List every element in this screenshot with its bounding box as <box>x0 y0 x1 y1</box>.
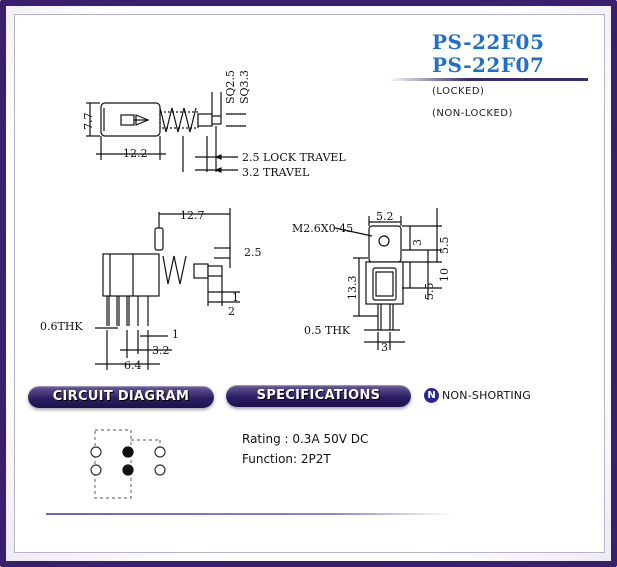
end-dim-width: 5.2 <box>376 210 394 223</box>
end-dim-55-bottom: 5.5 <box>423 283 436 301</box>
locked-label: (LOCKED) <box>432 86 485 97</box>
circuit-diagram <box>90 429 166 499</box>
end-view-drawing <box>334 208 442 350</box>
side-dim-plunger: 2.5 <box>244 246 262 259</box>
side-dim-length: 12.7 <box>180 209 205 222</box>
n-circle-icon: N <box>424 388 439 403</box>
travel-label: 3.2 TRAVEL <box>242 166 310 179</box>
spec-function: Function: 2P2T <box>242 452 331 466</box>
side-dim-pitch: 6.4 <box>124 359 142 372</box>
side-dim-pin1: 1 <box>172 328 179 341</box>
bottom-rule <box>46 513 454 515</box>
non-shorting-label: NON-SHORTING <box>442 389 531 402</box>
end-dim-55-top: 5.5 <box>438 237 451 255</box>
model-title-nonlocked: PS-22F07 <box>432 53 545 77</box>
top-dim-sq2: SQ3.3 <box>238 70 251 104</box>
side-thk-label: 0.6THK <box>40 320 83 333</box>
top-dim-height: 7.7 <box>82 113 95 131</box>
side-dim-pin-pitch: 3.2 <box>152 344 170 357</box>
side-view-drawing <box>95 208 240 370</box>
end-dim-3: 3 <box>411 239 424 246</box>
lock-travel-label: 2.5 LOCK TRAVEL <box>242 151 346 164</box>
top-dim-sq1: SQ2.5 <box>224 70 237 104</box>
model-title-locked: PS-22F05 <box>432 30 545 54</box>
end-dim-3-bottom: 3 <box>381 341 388 354</box>
end-thk-label: 0.5 THK <box>304 324 351 337</box>
top-view-drawing <box>86 92 246 173</box>
screw-label: M2.6X0.45 <box>292 222 353 235</box>
nonlocked-label: (NON-LOCKED) <box>432 108 513 119</box>
end-dim-13-3: 13.3 <box>346 276 359 301</box>
end-dim-10: 10 <box>438 268 451 282</box>
side-dim-2: 2 <box>228 305 235 318</box>
specifications-heading: SPECIFICATIONS <box>226 385 411 407</box>
title-rule <box>388 78 588 81</box>
circuit-diagram-heading: CIRCUIT DIAGRAM <box>28 386 214 408</box>
top-dim-width: 12.2 <box>123 147 148 160</box>
spec-rating: Rating : 0.3A 50V DC <box>242 432 369 446</box>
side-dim-1: 1 <box>232 291 239 304</box>
